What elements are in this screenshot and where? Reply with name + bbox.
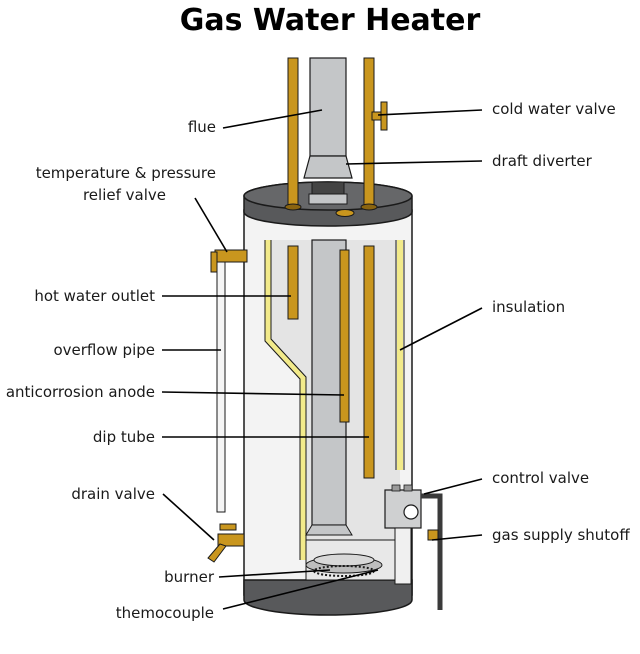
label-temp-relief-line2: relief valve	[83, 186, 166, 204]
label-temp-relief-line1: temperature & pressure	[36, 164, 216, 182]
label-draft-diverter: draft diverter	[492, 152, 593, 170]
gas-control-assembly	[384, 484, 443, 610]
label-burner: burner	[164, 568, 215, 586]
dip-tube	[363, 245, 375, 479]
leader-lines	[161, 109, 483, 610]
draft-diverter-hood	[303, 155, 353, 179]
label-cold-water-valve: cold water valve	[492, 100, 616, 118]
labels: flue temperature & pressure relief valve…	[6, 100, 631, 622]
overflow-pipe-tube	[216, 261, 226, 513]
burner-assembly	[305, 553, 383, 577]
cold-water-valve-handle	[380, 101, 388, 131]
drain-valve-assembly	[207, 523, 245, 563]
relief-valve-assembly	[210, 249, 248, 513]
gas-supply-pipe	[421, 493, 443, 610]
tank-base	[243, 579, 413, 616]
label-anticorrosion-anode: anticorrosion anode	[6, 383, 155, 401]
anode-rod	[339, 249, 350, 423]
label-hot-water-outlet: hot water outlet	[34, 287, 155, 305]
label-gas-supply-shutoff: gas supply shutoff	[492, 526, 630, 544]
label-drain-valve: drain valve	[71, 485, 155, 503]
diagram-title: Gas Water Heater	[180, 3, 481, 38]
label-control-valve: control valve	[492, 469, 589, 487]
insulation-left	[265, 240, 306, 560]
label-flue: flue	[188, 118, 216, 136]
label-dip-tube: dip tube	[93, 428, 155, 446]
label-thermocouple: themocouple	[116, 604, 214, 622]
cold-water-pipe	[360, 57, 388, 211]
hot-water-pipe	[284, 57, 302, 320]
gas-shutoff-handle	[427, 529, 439, 541]
label-insulation: insulation	[492, 298, 565, 316]
label-overflow-pipe: overflow pipe	[53, 341, 155, 359]
